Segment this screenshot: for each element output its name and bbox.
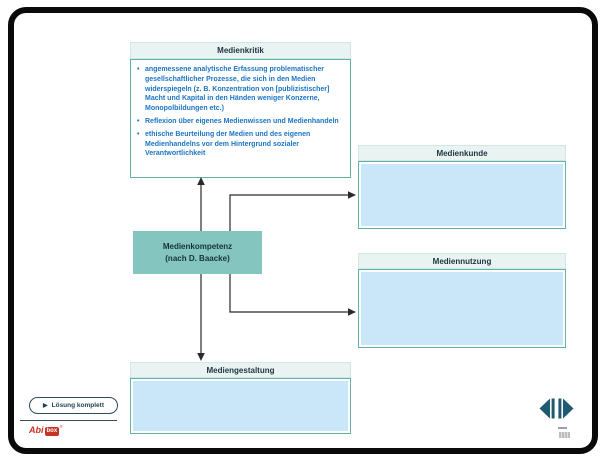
- logo-text: Abi: [29, 425, 44, 435]
- bullet-marker: •: [137, 66, 140, 73]
- logo-box-text: box: [44, 427, 60, 436]
- mediennutzung-answer-area[interactable]: [361, 272, 563, 345]
- prev-arrow-icon: [539, 398, 555, 419]
- center-line2: (nach D. Baacke): [165, 253, 230, 263]
- nav-next-button[interactable]: [558, 398, 574, 424]
- mediennutzung-panel: [358, 269, 566, 348]
- mediengestaltung-panel: [130, 378, 351, 434]
- nav-prev-button[interactable]: [539, 398, 555, 424]
- mediengestaltung-answer-area[interactable]: [133, 381, 348, 431]
- bullet-item: • angemessene analytische Erfassung prob…: [137, 65, 345, 114]
- medienkritik-header: Medienkritik: [130, 42, 351, 59]
- registered-mark: ®: [59, 424, 63, 429]
- abibox-logo: Abi box ®: [29, 425, 63, 436]
- footer-mark: [559, 432, 570, 438]
- bullet-text: angemessene analytische Erfassung proble…: [145, 66, 330, 113]
- next-arrow-icon: [558, 398, 574, 419]
- slide-navigation: [539, 398, 574, 424]
- bullet-marker: •: [137, 117, 140, 125]
- slide-frame: [8, 7, 598, 454]
- solution-button-label: Lösung komplett: [51, 402, 104, 409]
- footer-mark: [558, 427, 567, 429]
- bullet-text: Reflexion über eigenes Medienwissen und …: [145, 117, 339, 125]
- footer-divider: [20, 420, 117, 422]
- mediengestaltung-header: Mediengestaltung: [130, 362, 351, 378]
- center-line1: Medienkompetenz: [162, 241, 233, 251]
- bullet-marker: •: [137, 130, 140, 138]
- medienkompetenz-node: Medienkompetenz (nach D. Baacke): [133, 231, 262, 274]
- medienkritik-panel: • angemessene analytische Erfassung prob…: [130, 59, 351, 178]
- medienkritik-bullet-list: • angemessene analytische Erfassung prob…: [137, 65, 345, 159]
- play-icon: ▶: [43, 402, 48, 409]
- mediennutzung-header: Mediennutzung: [358, 253, 566, 269]
- bullet-text: ethische Beurteilung der Medien und des …: [145, 130, 311, 158]
- solution-complete-button[interactable]: ▶ Lösung komplett: [29, 397, 118, 414]
- medienkunde-header: Medienkunde: [358, 145, 566, 161]
- medienkunde-answer-area[interactable]: [361, 164, 563, 226]
- bullet-item: • Reflexion über eigenes Medienwissen un…: [137, 117, 345, 127]
- medienkunde-panel: [358, 161, 566, 229]
- bullet-item: • ethische Beurteilung der Medien und de…: [137, 130, 345, 159]
